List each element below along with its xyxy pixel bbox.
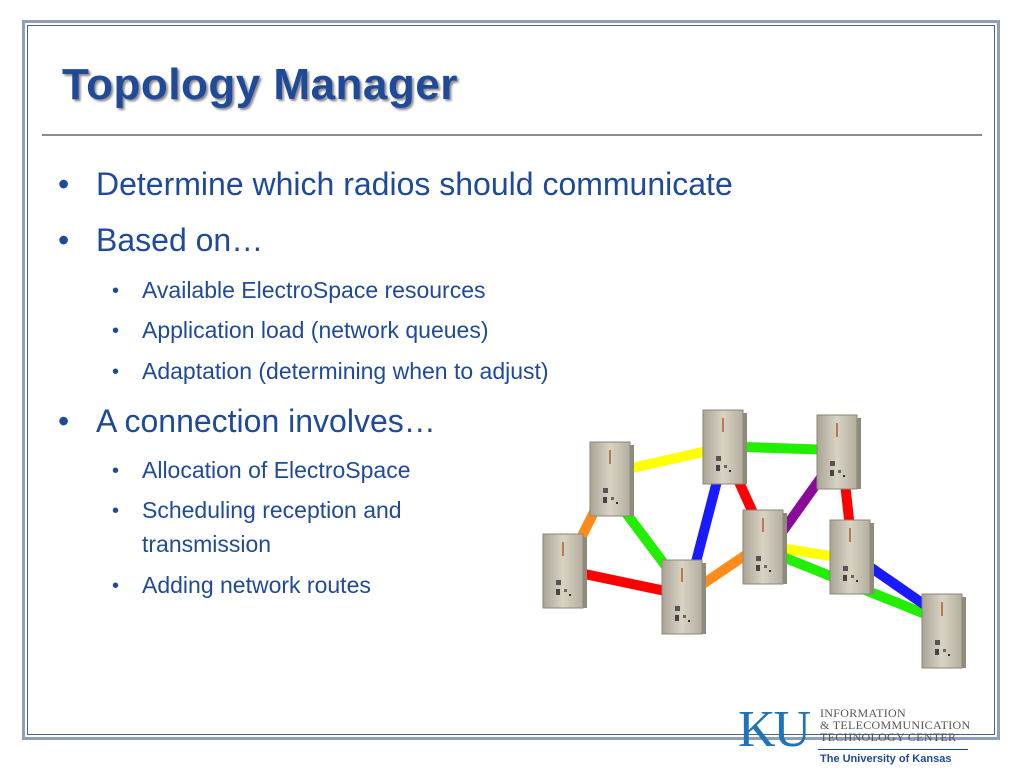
sub-bullet-marker: • (112, 280, 120, 302)
radio-unit-icon (661, 559, 707, 635)
bullet-based-on: Based on… (96, 222, 264, 258)
radio-unit-icon (921, 593, 967, 669)
itc-name-line: INFORMATION (820, 706, 906, 720)
radio-unit-icon (816, 414, 862, 490)
bullet-marker: • (58, 166, 70, 202)
sub-bullet-electrospace-resources: Available ElectroSpace resources (142, 277, 486, 303)
radio-unit-icon (589, 441, 635, 517)
university-name: The University of Kansas (820, 753, 952, 765)
sub-bullet-marker: • (112, 460, 120, 482)
logo-divider (818, 749, 968, 750)
sub-bullet-adaptation: Adaptation (determining when to adjust) (142, 358, 549, 384)
ku-logo-mark: KU (738, 701, 811, 758)
network-topology-diagram (542, 409, 967, 669)
bullet-determine: Determine which radios should communicat… (96, 166, 733, 202)
sub-bullet-network-routes: Adding network routes (142, 572, 371, 598)
sub-bullet-scheduling: Scheduling reception and transmission (142, 497, 402, 557)
sub-bullet-marker: • (112, 575, 120, 597)
itc-name: INFORMATION & TELECOMMUNICATION TECHNOLO… (820, 707, 970, 743)
sub-bullet-marker: • (112, 320, 120, 342)
bullet-marker: • (58, 222, 70, 258)
sub-bullet-marker: • (112, 361, 120, 383)
itc-name-line: TECHNOLOGY CENTER (820, 730, 957, 744)
bullet-connection-involves: A connection involves… (96, 403, 436, 439)
link-red (573, 567, 677, 598)
title-divider (42, 134, 982, 136)
sub-bullet-allocation: Allocation of ElectroSpace (142, 457, 411, 483)
radio-unit-icon (742, 509, 788, 585)
itc-name-line: & TELECOMMUNICATION (820, 718, 971, 732)
itc-logo: KU INFORMATION & TELECOMMUNICATION TECHN… (738, 703, 988, 767)
sub-bullet-marker: • (112, 500, 120, 522)
slide-frame-inner (27, 25, 995, 735)
bullet-marker: • (58, 403, 70, 439)
radio-unit-icon (829, 519, 875, 595)
slide-frame-outer (22, 20, 1000, 740)
slide-title: Topology Manager (62, 60, 458, 109)
sub-bullet-application-load: Application load (network queues) (142, 317, 489, 343)
radio-unit-icon (542, 533, 588, 609)
radio-unit-icon (702, 409, 748, 485)
